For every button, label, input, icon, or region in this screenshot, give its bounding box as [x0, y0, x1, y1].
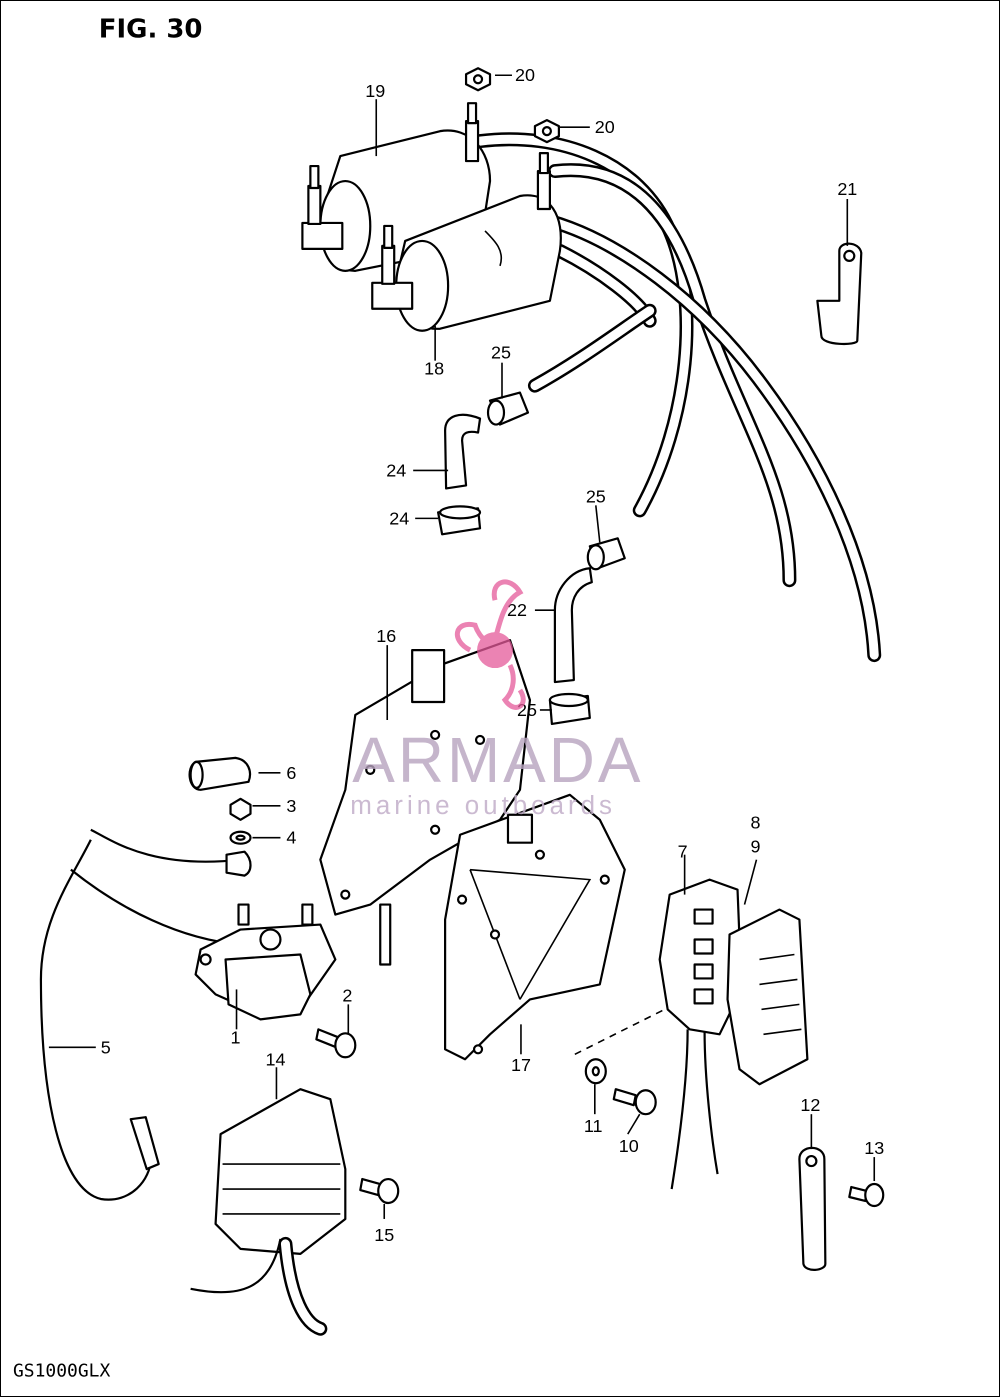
- screw-13: [848, 1182, 885, 1208]
- nut-20-upper: [464, 67, 492, 92]
- cap-24-upper: [437, 505, 482, 536]
- armada-logo: [455, 579, 526, 710]
- callouts: 20 20 19 18 21 25 24 24 25 22 25 16 6 3 …: [101, 65, 884, 1245]
- callout-19: 19: [365, 81, 385, 101]
- lead-wire-5: [39, 839, 241, 1201]
- watermark-tagline: marine outboards: [350, 792, 616, 820]
- fuse-cover-9: [726, 908, 809, 1086]
- nut-3: [229, 797, 252, 821]
- callout-25b: 25: [586, 486, 606, 506]
- clamp-12: [798, 1146, 827, 1271]
- nut-20-lower: [533, 119, 560, 144]
- washer-11: [584, 1058, 607, 1085]
- callout-21: 21: [837, 179, 857, 199]
- screw-10: [612, 1088, 657, 1116]
- bracket-16: [319, 639, 532, 966]
- elbow-22: [553, 567, 593, 684]
- screw-2: [315, 1028, 357, 1059]
- callout-22: 22: [507, 600, 527, 620]
- callout-11: 11: [584, 1116, 603, 1136]
- fuse-box-7: [658, 878, 743, 1190]
- callout-1: 1: [231, 1027, 241, 1047]
- callout-4: 4: [286, 828, 296, 848]
- leader-lines: [48, 74, 876, 1219]
- callout-13: 13: [864, 1138, 884, 1158]
- armada-watermark: ARMADA marine outboards: [350, 579, 643, 820]
- callout-6: 6: [286, 763, 296, 783]
- battery-cable: [90, 828, 252, 877]
- callout-5: 5: [101, 1037, 111, 1057]
- callout-15: 15: [374, 1225, 394, 1245]
- callout-10: 10: [619, 1136, 639, 1156]
- callout-17: 17: [511, 1055, 531, 1075]
- bolt-15: [359, 1177, 400, 1205]
- ignition-leads: [473, 132, 882, 663]
- callout-12: 12: [800, 1095, 820, 1115]
- callout-25a: 25: [491, 343, 511, 363]
- callout-14: 14: [265, 1049, 285, 1069]
- callout-24a: 24: [389, 508, 409, 528]
- joint-25-lower: [586, 537, 626, 571]
- callout-18: 18: [424, 359, 444, 379]
- model-code: GS1000GLX: [13, 1361, 110, 1382]
- callout-8: 8: [750, 813, 760, 833]
- cap-24-lower: [548, 692, 591, 726]
- regulator-14: [190, 1088, 347, 1336]
- callout-20a: 20: [515, 65, 535, 85]
- callout-23: 24: [386, 460, 406, 480]
- callout-2: 2: [342, 985, 352, 1005]
- figure-title: FIG. 30: [99, 14, 203, 44]
- plate-17: [444, 793, 626, 1061]
- clamp-21: [816, 242, 863, 346]
- callout-20b: 20: [595, 117, 615, 137]
- callout-3: 3: [286, 796, 296, 816]
- watermark-brand: ARMADA: [352, 724, 643, 796]
- callout-7: 7: [678, 842, 688, 862]
- ignition-coil-18: [371, 151, 562, 332]
- joint-25-upper: [486, 391, 530, 426]
- starter-relay-1: [194, 903, 337, 1021]
- callout-16: 16: [376, 626, 396, 646]
- terminal-cap-6: [188, 756, 252, 791]
- washer-4: [229, 830, 252, 845]
- callout-9: 9: [750, 837, 760, 857]
- elbow-23: [444, 413, 482, 490]
